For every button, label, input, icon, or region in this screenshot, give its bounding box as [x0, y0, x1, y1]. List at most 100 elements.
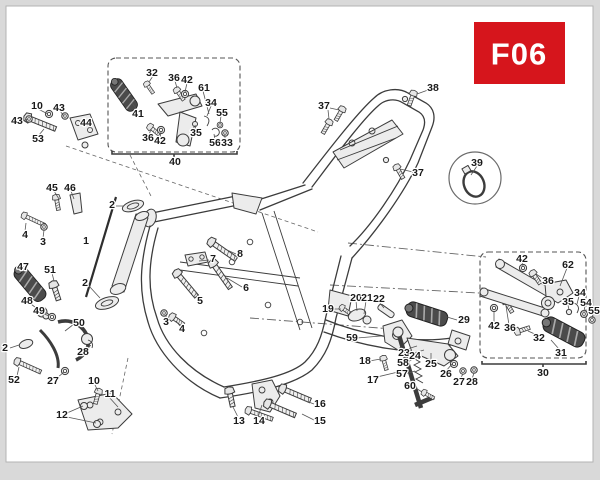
- bushing-bottom: [94, 296, 120, 310]
- callout-7: 7: [210, 253, 216, 265]
- top-footrest-inset: [106, 57, 241, 157]
- bottom-fasteners: [223, 379, 313, 424]
- callout-40: 40: [169, 156, 181, 168]
- callout-35: 35: [190, 127, 202, 139]
- callout-41: 41: [132, 108, 144, 120]
- centre-lines: [249, 242, 487, 330]
- callout-16: 16: [314, 398, 326, 410]
- callout-42: 42: [516, 253, 528, 265]
- callout-50: 50: [73, 317, 85, 329]
- callout-4: 4: [179, 323, 185, 335]
- callout-58: 58: [397, 357, 409, 369]
- steering-column-assembly: [84, 196, 150, 310]
- callout-8: 8: [237, 248, 243, 260]
- callout-36: 36: [542, 275, 554, 287]
- callout-53: 53: [32, 133, 44, 145]
- callout-4: 4: [22, 229, 28, 241]
- callout-17: 17: [367, 374, 379, 386]
- right-centre-footrest: [402, 296, 517, 375]
- callout-37: 37: [318, 100, 330, 112]
- callout-27: 27: [47, 375, 59, 387]
- callout-45: 45: [46, 182, 58, 194]
- callout-55: 55: [588, 305, 600, 317]
- callout-42: 42: [488, 320, 500, 332]
- callout-10: 10: [31, 100, 43, 112]
- callout-6: 6: [243, 282, 249, 294]
- callout-2: 2: [2, 342, 8, 354]
- callout-46: 46: [64, 182, 76, 194]
- callout-43: 43: [11, 115, 23, 127]
- subframe-fasteners: [318, 88, 419, 181]
- callout-34: 34: [574, 287, 586, 299]
- callout-38: 38: [427, 82, 439, 94]
- callout-2: 2: [109, 199, 115, 211]
- callout-19: 19: [322, 303, 334, 315]
- callout-35: 35: [562, 296, 574, 308]
- down-tube-line: [84, 196, 118, 298]
- callout-24: 24: [409, 350, 421, 362]
- callout-32: 32: [533, 332, 545, 344]
- left-small-parts: [19, 192, 83, 231]
- centre-engine-bolts: [160, 235, 240, 329]
- callout-42: 42: [181, 74, 193, 86]
- callout-31: 31: [555, 347, 567, 359]
- callout-11: 11: [104, 388, 115, 400]
- callout-25: 25: [425, 358, 437, 370]
- clamp-detail: [448, 151, 502, 205]
- figure-code-badge: F06: [474, 22, 565, 84]
- callout-59: 59: [346, 332, 358, 344]
- callout-32: 32: [146, 67, 158, 79]
- callout-37: 37: [412, 167, 424, 179]
- callout-29: 29: [458, 314, 470, 326]
- top-left-hanger-assembly: [21, 109, 99, 149]
- callout-26: 26: [440, 368, 452, 380]
- callout-33: 33: [221, 137, 233, 149]
- callout-28: 28: [466, 376, 478, 388]
- callout-30: 30: [537, 367, 549, 379]
- callout-54: 54: [580, 297, 592, 309]
- callout-56: 56: [209, 137, 221, 149]
- callout-52: 52: [8, 374, 20, 386]
- callout-36: 36: [504, 322, 516, 334]
- callout-3: 3: [40, 236, 46, 248]
- callout-14: 14: [253, 415, 265, 427]
- callout-13: 13: [233, 415, 245, 427]
- callout-60: 60: [404, 380, 416, 392]
- callout-61: 61: [198, 82, 210, 94]
- right-footrest-inset: [479, 251, 596, 367]
- side-stand-17: [395, 331, 424, 409]
- callout-22: 22: [373, 293, 385, 305]
- callout-43: 43: [53, 102, 65, 114]
- callout-15: 15: [314, 415, 326, 427]
- callout-47: 47: [17, 261, 29, 273]
- callout-leaders: [9, 75, 594, 424]
- callout-48: 48: [21, 295, 33, 307]
- callout-49: 49: [33, 305, 45, 317]
- callout-42: 42: [154, 135, 166, 147]
- callout-34: 34: [205, 97, 217, 109]
- callout-36: 36: [142, 132, 154, 144]
- callout-18: 18: [359, 355, 371, 367]
- callout-27: 27: [453, 376, 465, 388]
- callout-20: 20: [350, 292, 362, 304]
- callout-2: 2: [82, 277, 88, 289]
- callout-36: 36: [168, 72, 180, 84]
- callout-12: 12: [56, 409, 68, 421]
- bottom-left-bracket: [77, 386, 133, 431]
- callout-3: 3: [163, 316, 169, 328]
- callout-5: 5: [197, 295, 203, 307]
- callout-21: 21: [361, 292, 373, 304]
- badge-rect: [474, 22, 565, 84]
- callout-28: 28: [77, 346, 89, 358]
- callout-62: 62: [562, 259, 574, 271]
- callout-10: 10: [88, 375, 100, 387]
- left-footrest-assembly: [9, 261, 93, 377]
- callout-23: 23: [398, 347, 410, 359]
- callout-51: 51: [44, 264, 56, 276]
- callout-57: 57: [396, 368, 408, 380]
- callout-55: 55: [216, 107, 228, 119]
- callout-44: 44: [80, 117, 92, 129]
